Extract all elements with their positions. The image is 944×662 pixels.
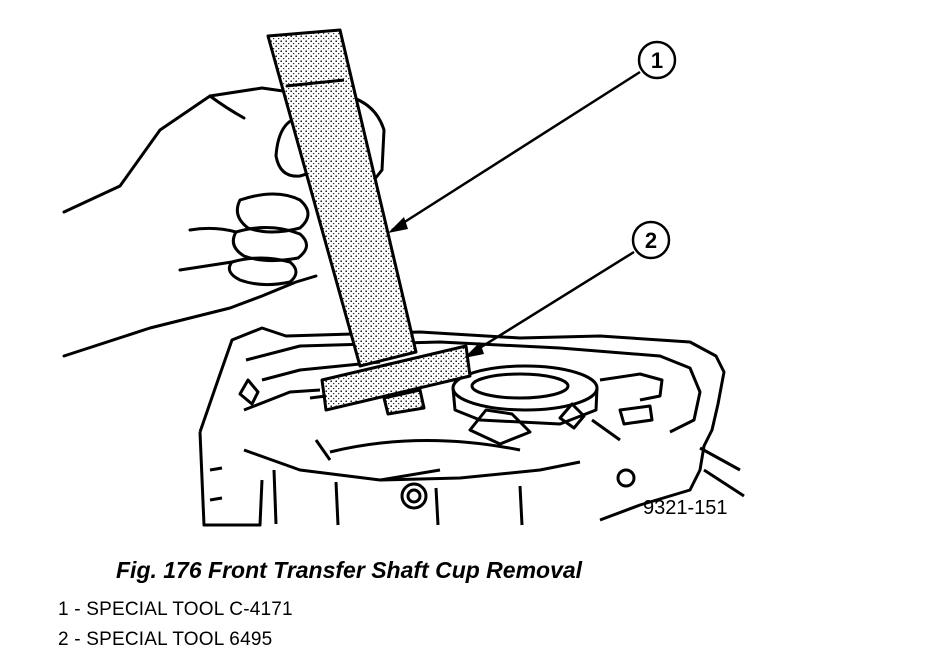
special-tool-driver-handle [266, 28, 418, 368]
callout-1: 1 [388, 40, 677, 233]
callout-2-circle [631, 220, 671, 260]
transmission-case [198, 326, 745, 527]
special-tool-adapter-plate [309, 344, 472, 416]
callout-1-leader [391, 70, 641, 232]
legend-item-2: 2 - SPECIAL TOOL 6495 [58, 629, 273, 650]
figure-caption: Fig. 176 Front Transfer Shaft Cup Remova… [116, 557, 583, 583]
callout-2: 2 [464, 220, 671, 358]
callout-1-arrowhead [388, 217, 408, 233]
legend-item-1: 1 - SPECIAL TOOL C-4171 [58, 599, 293, 620]
callout-2-arrowhead [464, 342, 484, 358]
callout-1-circle [637, 40, 677, 80]
technician-hand [62, 86, 386, 358]
transfer-shaft-cup-removal-illustration: 1 2 9321-151 [62, 28, 745, 527]
callout-2-leader [469, 250, 635, 356]
callout-2-number: 2 [645, 228, 657, 253]
callout-1-number: 1 [651, 48, 663, 73]
drawing-number: 9321-151 [643, 497, 728, 519]
